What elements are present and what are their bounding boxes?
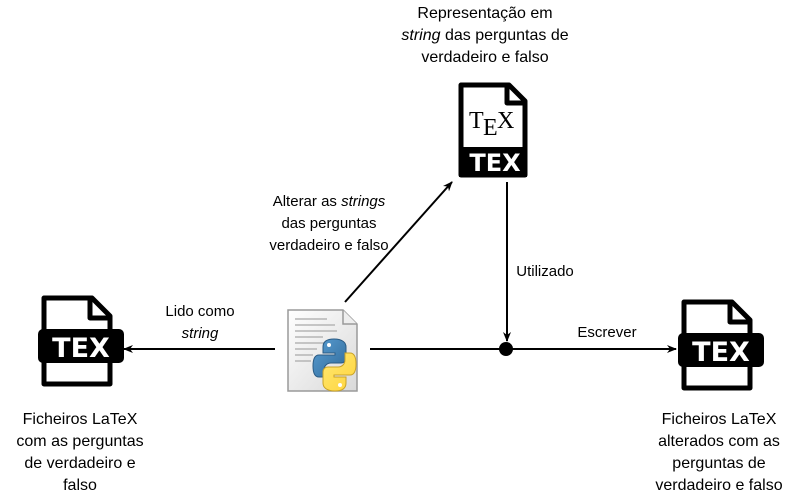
label-left-node: Ficheiros LaTeX com as perguntas de verd… [16,411,144,494]
tex-badge-top: TEX [469,149,521,177]
label-edge-python-to-left: Lido como string [165,303,235,342]
tex-badge-left: TEX [52,333,110,364]
junction-dot [499,342,513,356]
python-logo-icon [312,338,357,392]
label-top-node: Representação em string das perguntas de… [401,5,569,66]
tex-file-icon-right: TEX [678,299,764,391]
label-edge-junction-to-right: Escrever [577,324,637,341]
tex-logo: TEX [469,108,514,141]
label-edge-python-to-top: Alterar as strings das perguntas verdade… [269,193,389,254]
tex-file-icon-left: TEX [38,295,124,387]
edge-python-to-top [344,181,453,303]
tex-file-icon-top: TEX TEX [458,82,528,178]
label-edge-top-to-junction: Utilizado [516,263,574,280]
python-script-icon [287,309,358,392]
label-right-node: Ficheiros LaTeX alterados com as pergunt… [655,411,783,494]
edges [123,181,677,356]
label-top-italic: string [401,27,441,44]
tex-badge-right: TEX [692,337,750,368]
